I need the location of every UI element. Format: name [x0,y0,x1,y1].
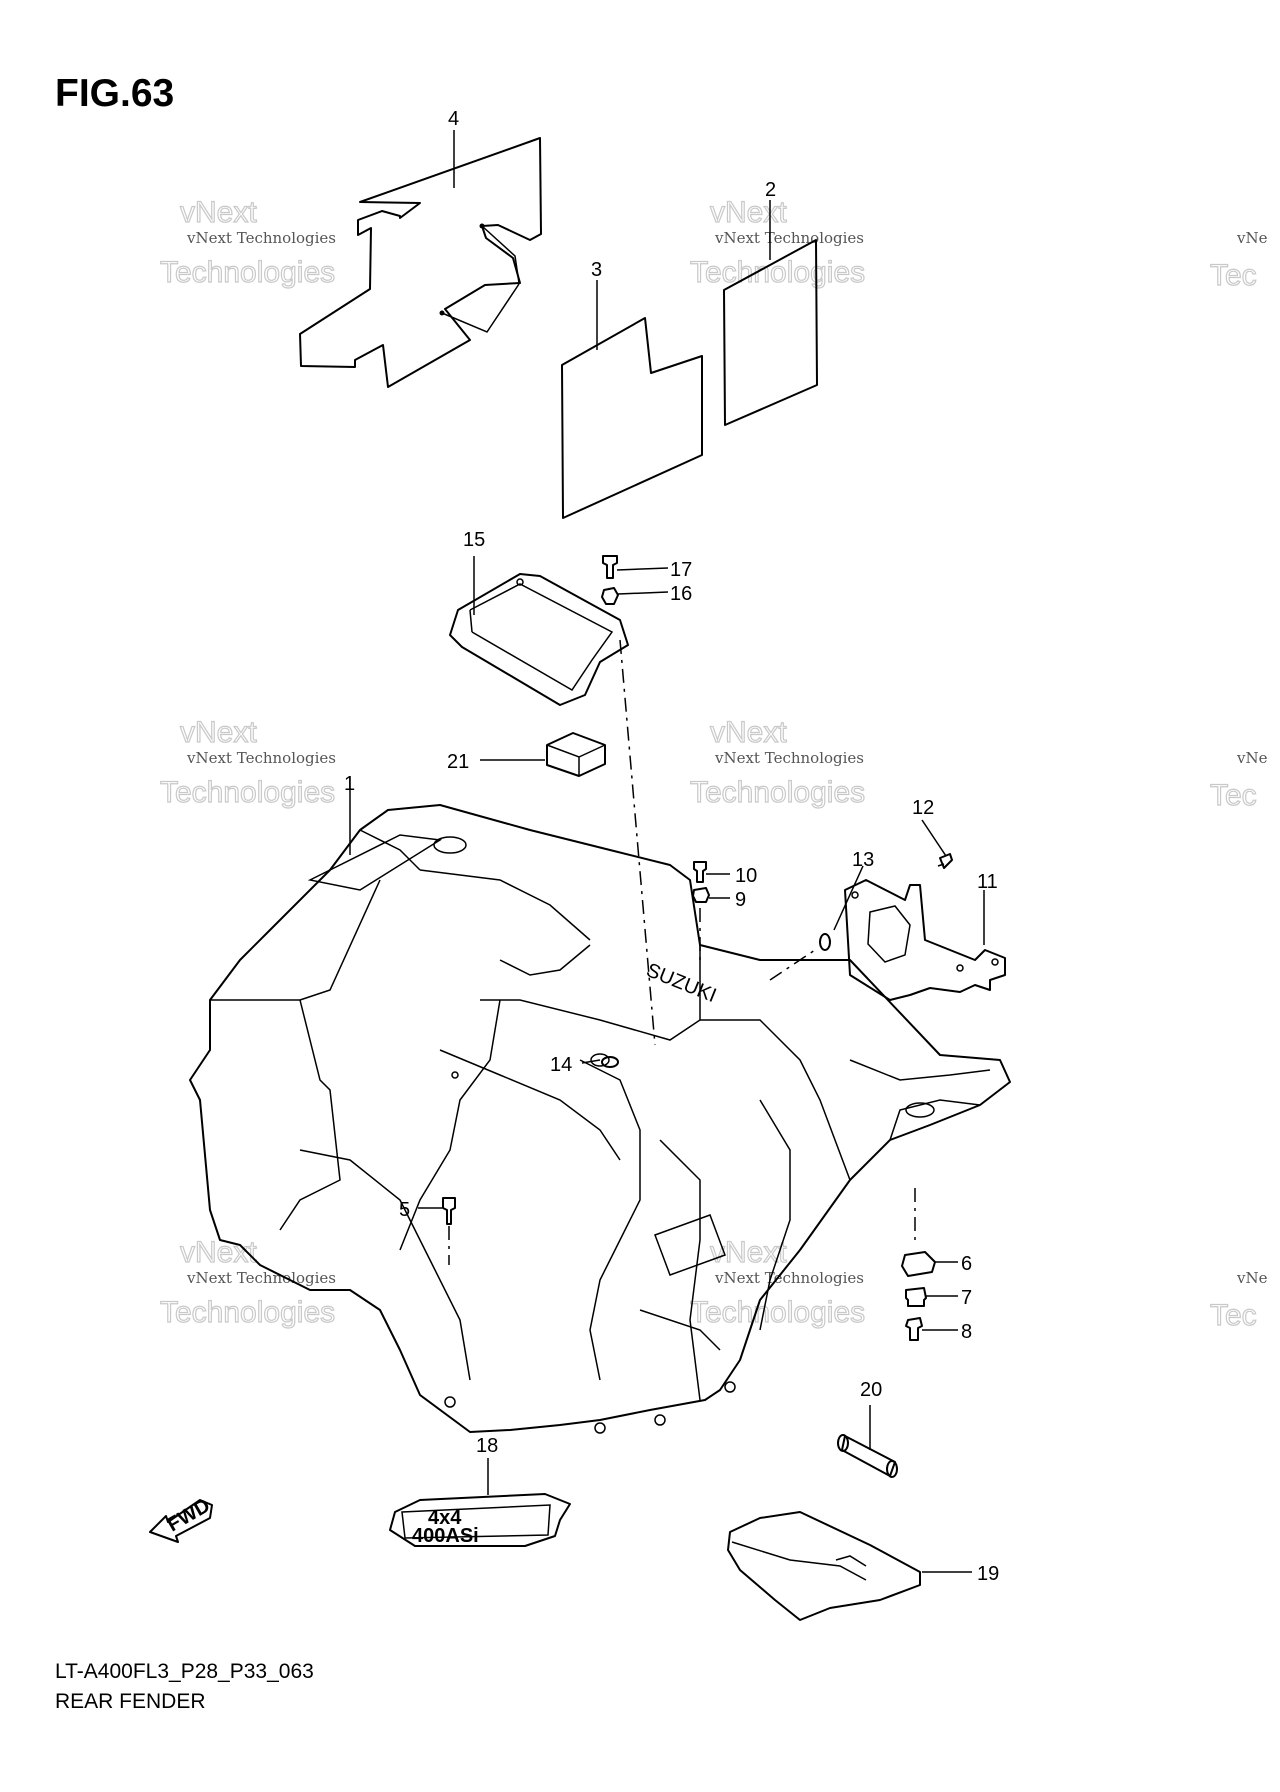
figure-name: REAR FENDER [55,1690,206,1713]
part-12-screw [921,819,953,869]
watermark: vNext Technologies vNext Technologies [689,1235,865,1329]
label-part-4: 4 [448,108,459,130]
label-part-18: 18 [476,1435,498,1457]
label-part-1: 1 [344,773,355,795]
fender-logo: SUZUKI [643,959,719,1007]
watermark-outline-a: vNext [710,196,787,229]
part-6-grommet [901,1251,958,1277]
part-17-screw [602,555,669,579]
figure-code: LT-A400FL3_P28_P33_063 [55,1660,314,1683]
part-3-decal [561,317,703,519]
label-part-6: 6 [961,1253,972,1275]
label-part-11: 11 [977,871,998,893]
label-part-17: 17 [670,559,692,581]
watermark-partial: vNe [1236,749,1268,767]
watermark-outline-a: vNext [180,716,257,749]
part-numbers: 4 2 3 15 17 16 21 1 12 13 10 9 11 14 5 6… [344,108,999,1585]
part-19-bag [727,1511,972,1621]
label-part-14: 14 [550,1054,572,1076]
label-part-20: 20 [860,1379,882,1401]
label-part-8: 8 [961,1321,972,1343]
watermark: vNext Technologies vNext Technologies [689,195,865,289]
watermark-text: vNext Technologies [186,1269,336,1287]
watermark-outline-b: Technologies [160,256,335,289]
label-part-13: 13 [852,849,874,871]
watermark-text: vNext Technologies [714,749,864,767]
watermark-partial: vNe [1236,1269,1268,1287]
watermark-outline-a: vNext [180,196,257,229]
watermark-partial-outline: Tec [1210,259,1257,292]
watermark-text: vNext Technologies [186,229,336,247]
label-part-16: 16 [670,583,692,605]
label-part-9: 9 [735,889,746,911]
watermark-outline-b: Technologies [690,776,865,809]
watermark-text: vNext Technologies [186,749,336,767]
part-8-bolt [905,1317,958,1341]
figure-title: FIG.63 [55,72,175,115]
watermark-outline-a: vNext [710,716,787,749]
watermark-partial: vNe [1236,229,1268,247]
watermark-outline-b: Technologies [160,1296,335,1329]
part-4-decal [299,137,542,388]
part-7-collar [905,1287,958,1307]
watermark: vNext Technologies vNext Technologies [689,715,865,809]
watermark-text: vNext Technologies [714,229,864,247]
watermark: vNext Technologies vNext Technologies [159,1235,336,1329]
dash-leader-15 [619,639,656,1046]
label-part-2: 2 [765,179,776,201]
part-11-bracket [844,879,1006,1001]
watermark-outline-a: vNext [180,1236,257,1269]
label-part-5: 5 [399,1199,410,1221]
label-part-12: 12 [912,797,934,819]
watermark-partial-outline: Tec [1210,1299,1257,1332]
label-part-10: 10 [735,865,757,887]
part-14-cap [601,1056,619,1068]
fwd-arrow-icon: FWD [149,1495,214,1543]
watermark-group: vNext Technologies vNext Technologies vN… [159,195,1268,1332]
part-13-washer [819,865,864,951]
label-part-3: 3 [591,259,602,281]
part-1-rear-fender: SUZUKI [189,804,1011,1434]
watermark: vNext Technologies vNext Technologies [159,195,336,289]
part-18-emblem: 4x4 400ASi [389,1458,571,1547]
label-part-19: 19 [977,1563,999,1585]
watermark-text: vNext Technologies [714,1269,864,1287]
label-part-21: 21 [447,751,469,773]
watermark-partial-outline: Tec [1210,779,1257,812]
part-15-tray [449,573,629,706]
part-21-block [480,732,606,777]
part-20-pin [837,1405,898,1478]
part-5-bolt [418,1197,456,1225]
emblem-line1: 4x4 [428,1507,462,1529]
watermark-outline-b: Technologies [160,776,335,809]
emblem-line2: 400ASi [412,1525,479,1547]
label-part-7: 7 [961,1287,972,1309]
part-10-screw [693,861,730,883]
part-2-decal [723,239,818,426]
watermark: vNext Technologies vNext Technologies [159,715,336,809]
watermark-outline-b: Technologies [690,1296,865,1329]
label-part-15: 15 [463,529,485,551]
dash-leader-13 [769,947,819,981]
leader-lines [349,130,771,1064]
part-16-grommet [601,587,669,605]
part-9-nut [692,887,730,903]
